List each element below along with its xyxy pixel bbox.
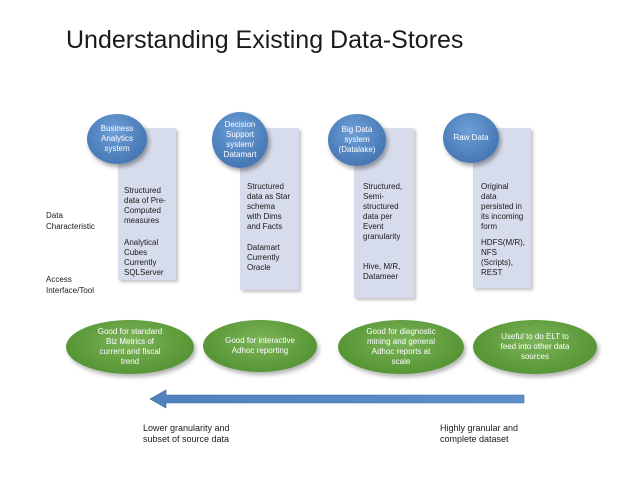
good-for-oval-big-data: Good for diagnostic mining and general A…: [338, 320, 464, 374]
scale-left-label: Lower granularity and subset of source d…: [143, 423, 230, 444]
data-characteristic-label: Data Characteristic: [46, 211, 95, 231]
store-access-decision-support: Datamart Currently Oracle: [247, 243, 280, 272]
access-interface-label: Access Interface/Tool: [46, 275, 95, 295]
store-circle-decision-support: Decision Support system/ Datamart: [212, 112, 268, 168]
store-access-big-data: Hive, M/R, Datameer: [363, 262, 401, 281]
store-characteristic-business-analytics: Structured data of Pre- Computed measure…: [124, 186, 166, 225]
store-characteristic-big-data: Structured, Semi- structured data per Ev…: [363, 182, 403, 241]
store-characteristic-decision-support: Structured data as Star schema with Dims…: [247, 182, 291, 231]
scale-right-label: Highly granular and complete dataset: [440, 423, 519, 444]
good-for-oval-decision-support: Good for interactive Adhoc reporting: [203, 320, 317, 372]
page-title: Understanding Existing Data-Stores: [66, 26, 464, 54]
store-circle-business-analytics: Business Analytics system: [87, 114, 147, 164]
good-for-oval-business-analytics: Good for standard Biz Metrics of current…: [66, 320, 194, 374]
left-arrow-icon: [149, 389, 525, 409]
granularity-arrow: [149, 389, 525, 409]
store-characteristic-raw-data: Original data persisted in its incoming …: [481, 182, 524, 231]
store-circle-raw-data: Raw Data: [443, 113, 499, 163]
good-for-oval-raw-data: Useful to do ELT to feed into other data…: [473, 320, 597, 374]
store-access-business-analytics: Analytical Cubes Currently SQLServer: [124, 238, 164, 277]
store-circle-big-data: Big Data system (Datalake): [328, 114, 386, 166]
store-access-raw-data: HDFS(M/R), NFS (Scripts), REST: [481, 238, 525, 277]
